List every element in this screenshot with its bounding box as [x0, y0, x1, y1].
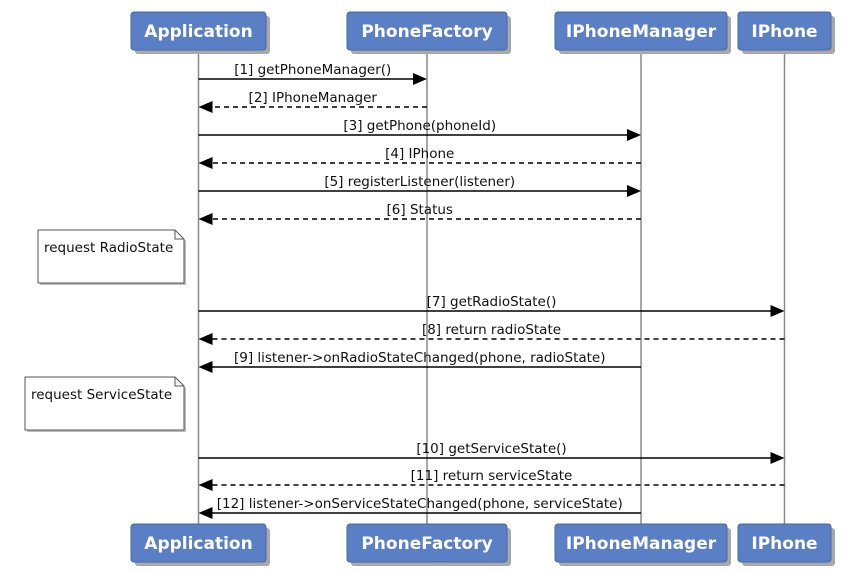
participant-app-top: Application [130, 11, 270, 54]
notes: request RadioState request ServiceState [24, 229, 186, 432]
participant-label: IPhone [751, 534, 817, 554]
note-2: request ServiceState [24, 376, 186, 432]
arrow-head [198, 213, 213, 225]
arrow-head [413, 73, 427, 85]
lifelines [197, 50, 786, 524]
message-9: [9] listener->onRadioStateChanged(phone,… [198, 350, 641, 373]
participant-box [346, 523, 508, 563]
message-label: [6] Status [387, 202, 453, 218]
message-label: [12] listener->onServiceStateChanged(pho… [217, 496, 623, 512]
arrow-head [770, 305, 785, 317]
message-label: [5] registerListener(listener) [324, 174, 515, 190]
message-2: [2] IPhoneManager [198, 90, 427, 113]
participant-label: Application [144, 534, 252, 554]
participant-box [130, 11, 267, 51]
message-7: [7] getRadioState() [198, 294, 785, 317]
participant-ip-bottom: IPhone [737, 523, 835, 566]
message-label: [10] getServiceState() [416, 441, 566, 457]
participant-ipm-top: IPhoneManager [554, 11, 731, 54]
arrow-head [770, 452, 785, 464]
note-label: request RadioState [44, 240, 173, 256]
participant-label: Application [144, 22, 252, 42]
participants: ApplicationApplicationPhoneFactoryPhoneF… [130, 11, 835, 566]
arrow-head [198, 361, 213, 373]
message-6: [6] Status [198, 202, 641, 225]
message-1: [1] getPhoneManager() [198, 62, 427, 85]
note-label: request ServiceState [31, 387, 172, 403]
arrow-head [198, 507, 213, 519]
message-label: [7] getRadioState() [427, 294, 557, 310]
arrow-head [627, 185, 641, 197]
participant-box [737, 11, 832, 51]
participant-box [346, 11, 508, 51]
message-label: [9] listener->onRadioStateChanged(phone,… [234, 350, 606, 366]
participant-box [554, 11, 728, 51]
arrow-head [198, 157, 213, 169]
participant-label: IPhone [751, 22, 817, 42]
messages: [1] getPhoneManager() [2] IPhoneManager [3… [198, 62, 785, 519]
participant-box [554, 523, 728, 563]
message-8: [8] return radioState [198, 322, 785, 345]
message-label: [2] IPhoneManager [249, 90, 378, 106]
message-3: [3] getPhone(phoneId) [198, 118, 641, 141]
message-label: [3] getPhone(phoneId) [343, 118, 496, 134]
participant-label: IPhoneManager [566, 22, 717, 42]
message-label: [11] return serviceState [411, 468, 573, 484]
participant-pf-bottom: PhoneFactory [346, 523, 511, 566]
participant-pf-top: PhoneFactory [346, 11, 511, 54]
note-box [37, 229, 185, 284]
arrow-head [627, 129, 641, 141]
arrow-head [198, 101, 213, 113]
participant-label: PhoneFactory [361, 534, 492, 554]
message-label: [1] getPhoneManager() [234, 62, 391, 78]
arrow-head [198, 479, 213, 491]
message-label: [8] return radioState [422, 322, 561, 338]
note-box [24, 376, 185, 431]
participant-ipm-bottom: IPhoneManager [554, 523, 731, 566]
message-5: [5] registerListener(listener) [198, 174, 641, 197]
participant-app-bottom: Application [130, 523, 270, 566]
participant-ip-top: IPhone [737, 11, 835, 54]
participant-box [737, 523, 832, 563]
message-label: [4] IPhone [385, 146, 454, 162]
note-fold [174, 230, 184, 240]
message-4: [4] IPhone [198, 146, 641, 169]
message-11: [11] return serviceState [198, 468, 785, 491]
participant-label: IPhoneManager [566, 534, 717, 554]
arrow-head [198, 333, 213, 345]
message-12: [12] listener->onServiceStateChanged(pho… [198, 496, 641, 519]
note-1: request RadioState [37, 229, 186, 285]
note-fold [174, 377, 184, 387]
participant-box [130, 523, 267, 563]
participant-label: PhoneFactory [361, 22, 492, 42]
message-10: [10] getServiceState() [198, 441, 785, 464]
